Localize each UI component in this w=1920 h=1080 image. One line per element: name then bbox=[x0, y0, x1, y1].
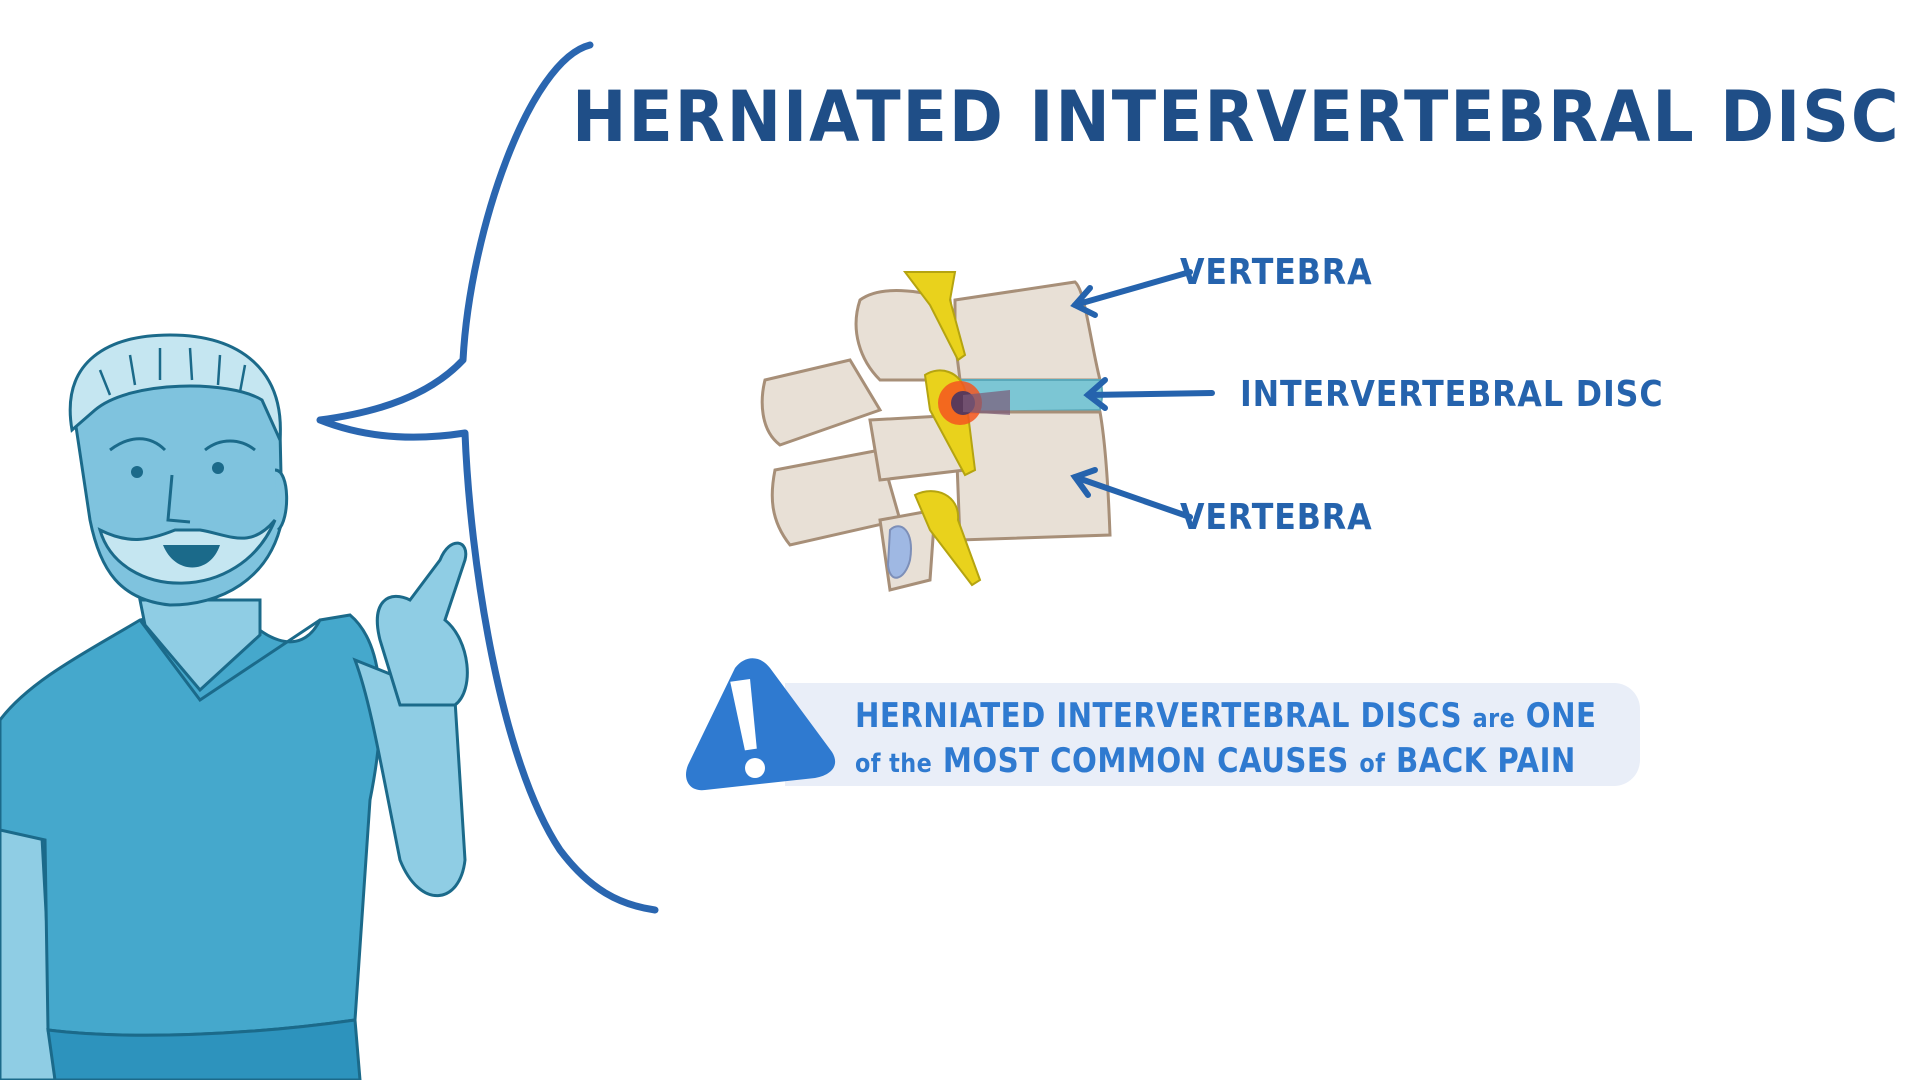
arrow-disc bbox=[1085, 390, 1215, 398]
callout-text: HERNIATED INTERVERTEBRAL DISCS are ONE o… bbox=[855, 695, 1596, 785]
label-intervertebral-disc: INTERVERTEBRAL DISC bbox=[1240, 374, 1664, 415]
page-title: HERNIATED INTERVERTEBRAL DISC bbox=[572, 76, 1901, 158]
callout-line-2: of the MOST COMMON CAUSES of BACK PAIN bbox=[855, 741, 1576, 781]
label-vertebra-bottom: VERTEBRA bbox=[1180, 497, 1373, 538]
callout-box bbox=[785, 683, 1640, 786]
label-vertebra-top: VERTEBRA bbox=[1180, 252, 1373, 293]
arrow-vertebra-bottom bbox=[1072, 474, 1193, 520]
arrow-vertebra-top bbox=[1072, 269, 1193, 308]
callout-line-1: HERNIATED INTERVERTEBRAL DISCS are ONE bbox=[855, 696, 1597, 736]
